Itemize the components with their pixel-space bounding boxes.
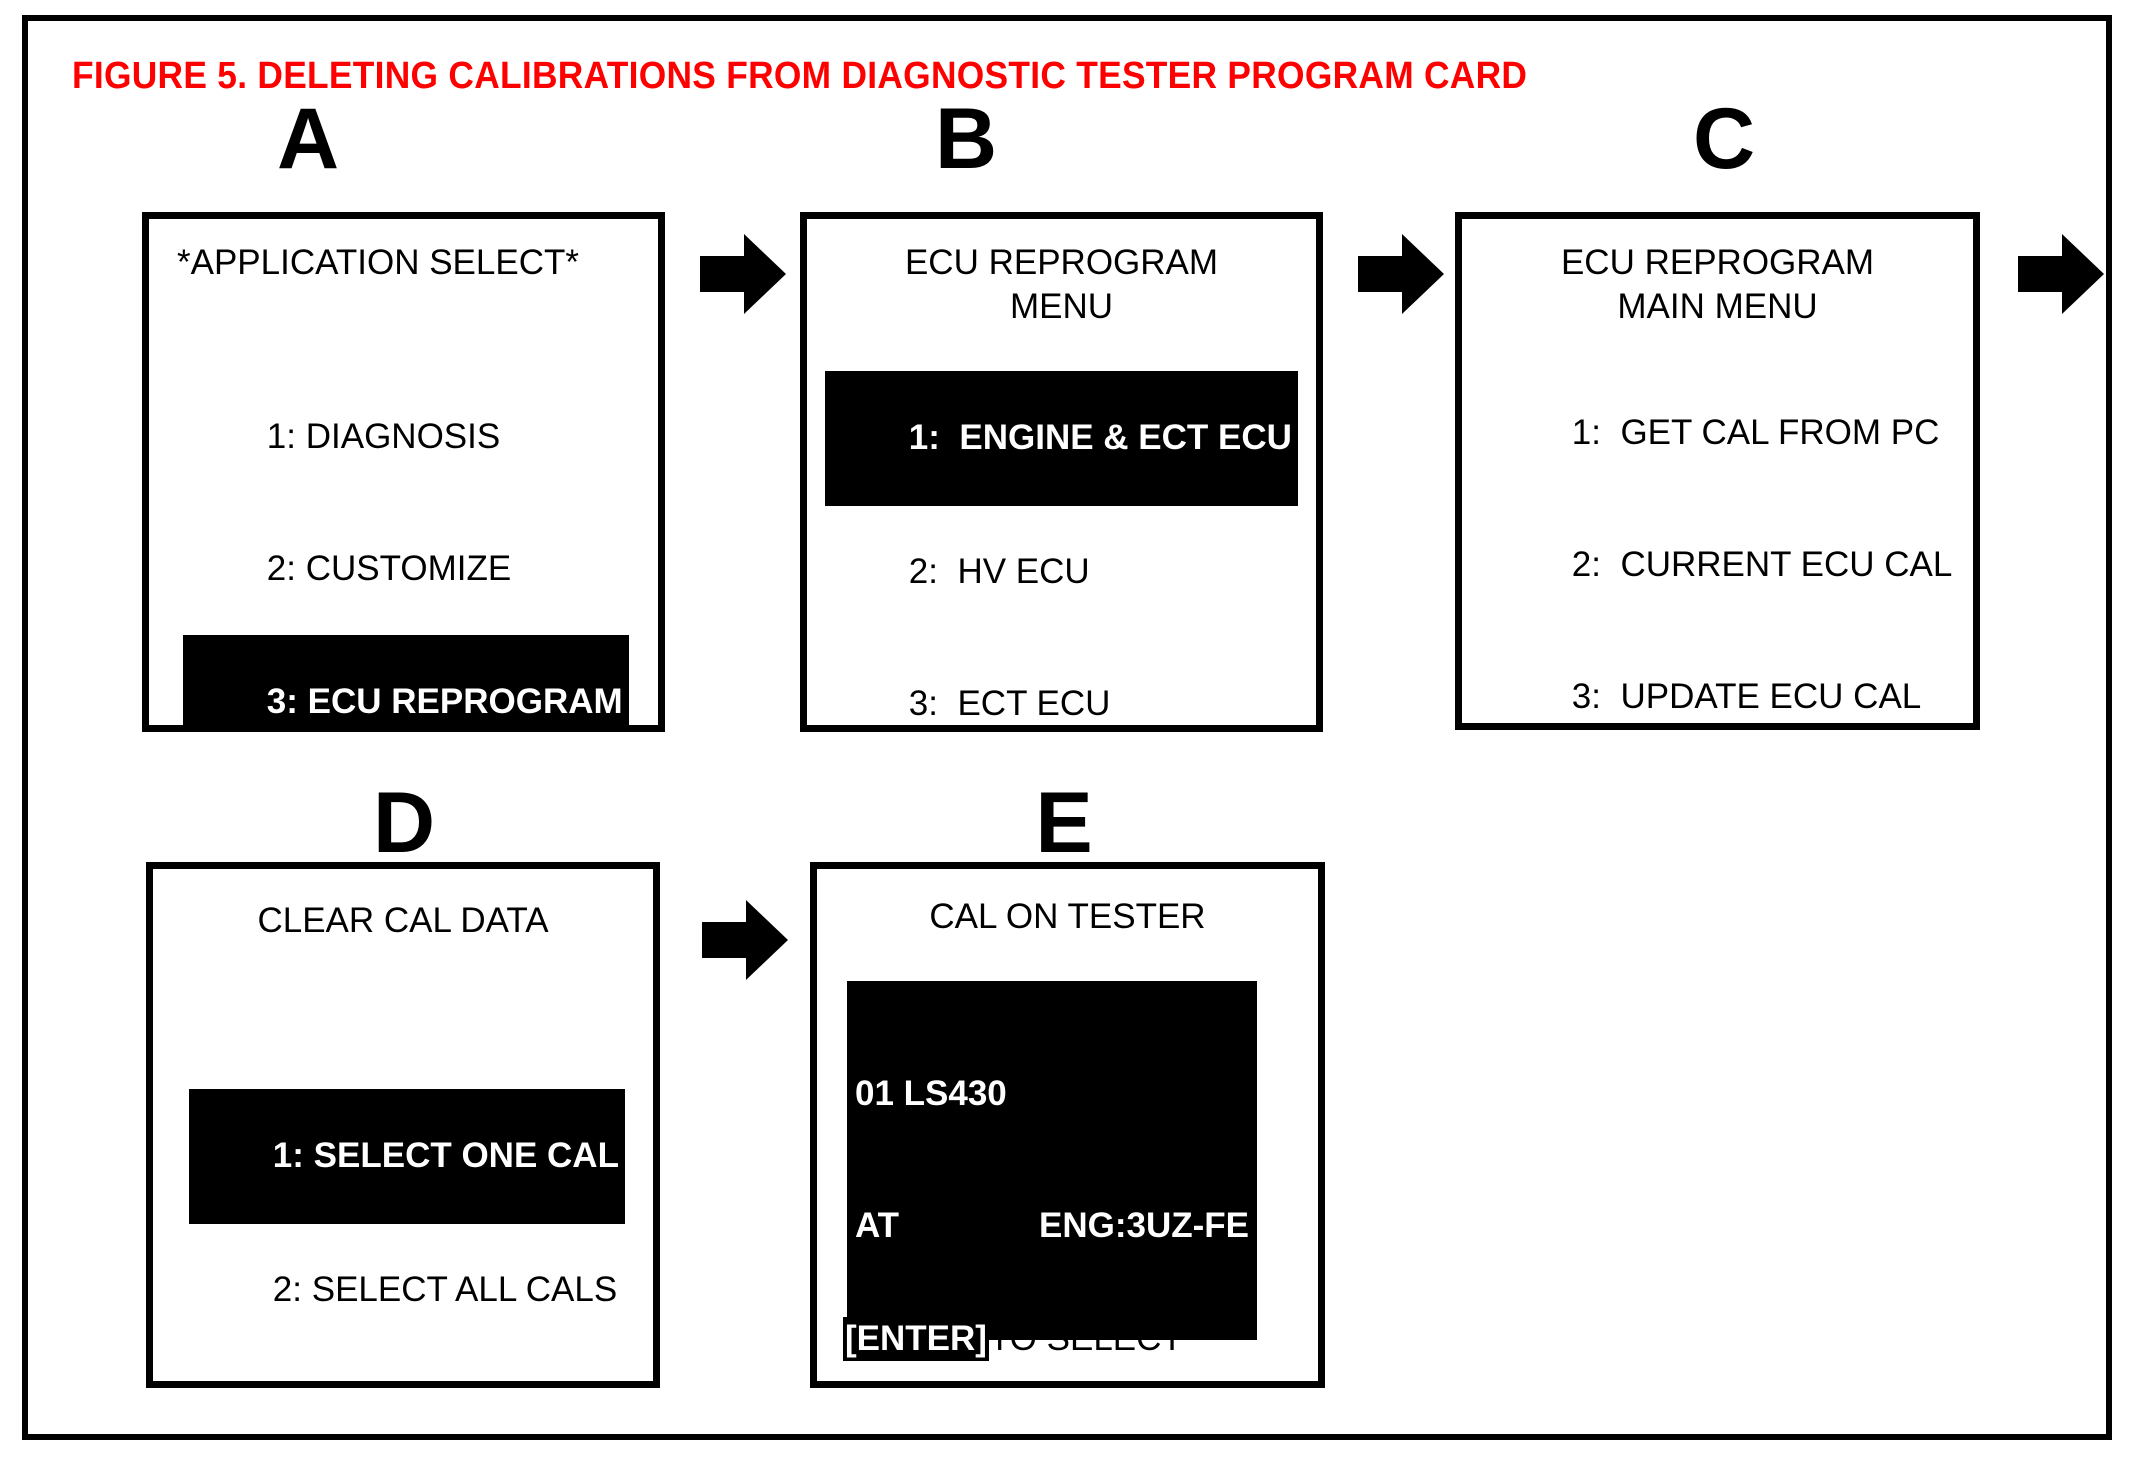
panel-d-screen: CLEAR CAL DATA 1: SELECT ONE CAL 2: SELE…: [146, 862, 660, 1388]
arrow-b-to-c: [1358, 232, 1444, 316]
enter-action-label: TO SELECT: [988, 1319, 1183, 1358]
menu-item-number: 1:: [1571, 413, 1601, 452]
menu-item-label: CURRENT ECU CAL: [1620, 545, 1953, 584]
panel-b-screen: ECU REPROGRAM MENU 1: ENGINE & ECT ECU 2…: [800, 212, 1323, 732]
menu-item-number: 1:: [908, 418, 940, 457]
menu-item-label: GET CAL FROM PC: [1620, 413, 1940, 452]
menu-item-engine-ect-ecu[interactable]: 1: ENGINE & ECT ECU: [825, 371, 1298, 506]
menu-item-get-cal-from-pc[interactable]: 1: GET CAL FROM PC: [1494, 367, 1940, 499]
menu-item-number: 3:: [1571, 677, 1601, 716]
menu-item-select-all-cals[interactable]: 2: SELECT ALL CALS: [195, 1224, 617, 1356]
menu-item-hv-ecu[interactable]: 2: HV ECU: [831, 506, 1090, 638]
menu-item-number: 1:: [266, 417, 296, 456]
arrow-a-to-b: [700, 232, 786, 316]
panel-e-title: CAL ON TESTER: [929, 897, 1206, 936]
menu-item-update-ecu-cal[interactable]: 3: UPDATE ECU CAL: [1494, 631, 1922, 723]
menu-item-label: ECU REPROGRAM: [307, 682, 623, 721]
cal-item-name: 01 LS430: [855, 1074, 1007, 1113]
cal-item-transmission: AT: [855, 1206, 900, 1245]
menu-item-select-one-cal[interactable]: 1: SELECT ONE CAL: [189, 1089, 625, 1224]
menu-item-ecu-reprogram[interactable]: 3: ECU REPROGRAM: [183, 635, 629, 725]
panel-a-menu: 1: DIAGNOSIS 2: CUSTOMIZE 3: ECU REPROGR…: [183, 371, 629, 725]
panel-label-d: D: [372, 775, 436, 871]
menu-item-label: SELECT ALL CALS: [311, 1270, 618, 1309]
menu-item-label: DIAGNOSIS: [305, 417, 501, 456]
panel-a-screen: *APPLICATION SELECT* 1: DIAGNOSIS 2: CUS…: [142, 212, 665, 732]
panel-b-title: ECU REPROGRAM MENU: [904, 243, 1219, 326]
menu-item-customize[interactable]: 2: CUSTOMIZE: [189, 503, 511, 635]
menu-item-label: UPDATE ECU CAL: [1620, 677, 1922, 716]
arrow-d-to-e: [702, 898, 788, 982]
menu-item-number: 1:: [272, 1136, 304, 1175]
panel-label-e: E: [1035, 775, 1093, 871]
cal-item-engine: ENG:3UZ-FE: [1039, 1206, 1249, 1245]
menu-item-ect-ecu[interactable]: 3: ECT ECU: [831, 638, 1111, 725]
panel-c-screen: ECU REPROGRAM MAIN MENU 1: GET CAL FROM …: [1455, 212, 1980, 730]
menu-item-diagnosis[interactable]: 1: DIAGNOSIS: [189, 371, 500, 503]
panel-b-menu: 1: ENGINE & ECT ECU 2: HV ECU 3: ECT ECU: [825, 371, 1298, 725]
menu-item-number: 3:: [266, 682, 298, 721]
menu-item-number: 2:: [272, 1270, 302, 1309]
menu-item-label: CUSTOMIZE: [305, 549, 512, 588]
menu-item-number: 2:: [908, 552, 938, 591]
panel-label-b: B: [934, 91, 998, 187]
cal-item-detail: AT ENG:3UZ-FE: [855, 1204, 1249, 1248]
panel-a-title: *APPLICATION SELECT*: [177, 243, 579, 282]
menu-item-number: 3:: [908, 684, 938, 723]
panel-label-c: C: [1692, 91, 1756, 187]
panel-label-a: A: [276, 91, 340, 187]
panel-d-title: CLEAR CAL DATA: [257, 901, 549, 940]
menu-item-number: 2:: [266, 549, 296, 588]
menu-item-current-ecu-cal[interactable]: 2: CURRENT ECU CAL: [1494, 499, 1953, 631]
footer-enter-line: [ENTER]TO SELECT: [843, 1317, 1183, 1361]
menu-item-label: HV ECU: [957, 552, 1090, 591]
panel-c-title: ECU REPROGRAM MAIN MENU: [1560, 243, 1875, 326]
cal-list-item-ls430[interactable]: 01 LS430 AT ENG:3UZ-FE: [847, 981, 1257, 1340]
arrow-c-to-next: [2018, 232, 2104, 316]
panel-e-footer: [ENTER]TO SELECT [EXIT]TO RETURN: [843, 1239, 1183, 1381]
menu-item-label: SELECT ONE CAL: [313, 1136, 619, 1175]
panel-d-menu: 1: SELECT ONE CAL 2: SELECT ALL CALS: [189, 1089, 625, 1356]
figure-title: FIGURE 5. DELETING CALIBRATIONS FROM DIA…: [72, 55, 1528, 97]
panel-c-menu: 1: GET CAL FROM PC 2: CURRENT ECU CAL 3:…: [1494, 367, 1953, 723]
menu-item-label: ENGINE & ECT ECU: [959, 418, 1292, 457]
menu-item-number: 2:: [1571, 545, 1601, 584]
menu-item-label: ECT ECU: [957, 684, 1111, 723]
enter-key-badge[interactable]: [ENTER]: [843, 1317, 989, 1361]
